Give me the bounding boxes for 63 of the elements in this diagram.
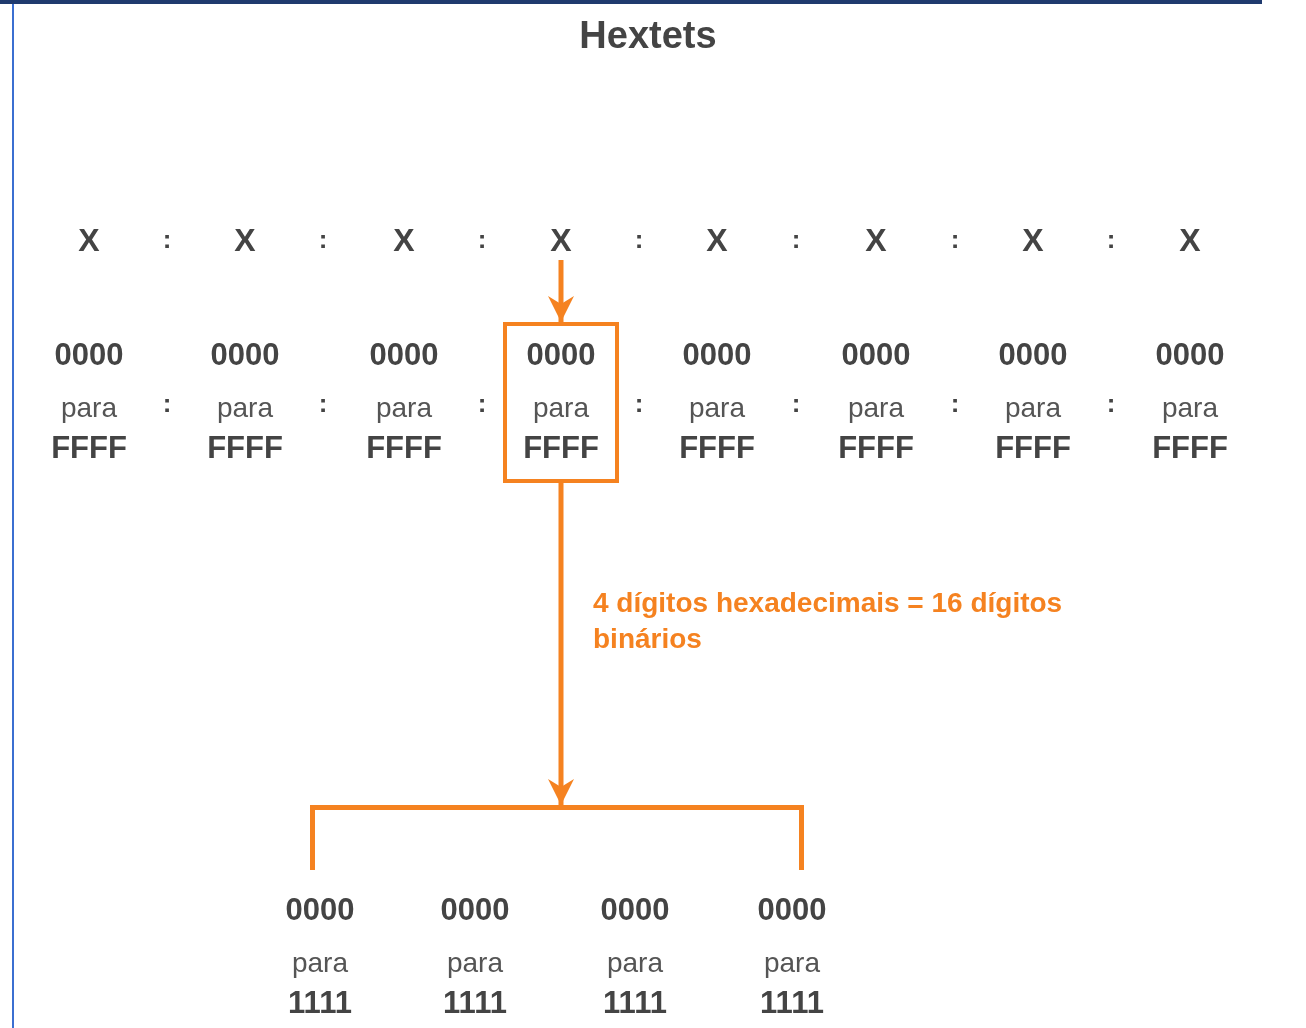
separator-colon: :	[476, 388, 488, 418]
hextet-symbol: X	[1003, 222, 1063, 258]
range-word: para	[606, 946, 663, 980]
range-word: para	[375, 391, 432, 425]
value-text: FFFF	[1152, 429, 1228, 467]
value-text: FFFF	[207, 429, 283, 467]
hextet-symbol: X	[59, 222, 119, 258]
value-text: 0000	[440, 891, 510, 929]
diagram-title: Hextets	[578, 14, 718, 57]
value-text: FFFF	[51, 429, 127, 467]
separator-colon: :	[476, 224, 488, 254]
value-text: 1111	[603, 984, 667, 1022]
highlight-box	[503, 322, 619, 483]
range-word: para	[763, 946, 820, 980]
arrow	[548, 481, 574, 805]
value-text: 1111	[760, 984, 824, 1022]
hextet-symbol: X	[687, 222, 747, 258]
range-word: para	[688, 391, 745, 425]
hextet-symbol: X	[1160, 222, 1220, 258]
range-word: para	[60, 391, 117, 425]
range-word: para	[446, 946, 503, 980]
range-word: para	[532, 391, 589, 425]
value-text: 0000	[600, 891, 670, 929]
range-word: para	[291, 946, 348, 980]
separator-colon: :	[317, 224, 329, 254]
value-text: 0000	[998, 336, 1068, 374]
range-word: para	[216, 391, 273, 425]
value-text: 0000	[369, 336, 439, 374]
range-word: para	[1161, 391, 1218, 425]
separator-colon: :	[949, 224, 961, 254]
separator-colon: :	[161, 224, 173, 254]
hextet-symbol: X	[215, 222, 275, 258]
value-text: 0000	[285, 891, 355, 929]
separator-colon: :	[790, 224, 802, 254]
value-text: 1111	[443, 984, 507, 1022]
hextet-symbol: X	[531, 222, 591, 258]
value-text: FFFF	[995, 429, 1071, 467]
value-text: 0000	[757, 891, 827, 929]
hextet-symbol: X	[374, 222, 434, 258]
range-word: para	[847, 391, 904, 425]
separator-colon: :	[1105, 224, 1117, 254]
value-text: 1111	[288, 984, 352, 1022]
value-text: 0000	[210, 336, 280, 374]
value-text: 0000	[526, 336, 596, 374]
bracket-shape	[310, 803, 804, 873]
separator-colon: :	[633, 224, 645, 254]
value-text: FFFF	[523, 429, 599, 467]
value-text: 0000	[682, 336, 752, 374]
separator-colon: :	[161, 388, 173, 418]
separator-colon: :	[1105, 388, 1117, 418]
arrow	[548, 260, 574, 322]
value-text: FFFF	[366, 429, 442, 467]
value-text: 0000	[1155, 336, 1225, 374]
value-text: 0000	[841, 336, 911, 374]
value-text: FFFF	[838, 429, 914, 467]
separator-colon: :	[949, 388, 961, 418]
hextet-symbol: X	[846, 222, 906, 258]
separator-colon: :	[633, 388, 645, 418]
range-word: para	[1004, 391, 1061, 425]
value-text: FFFF	[679, 429, 755, 467]
value-text: 0000	[54, 336, 124, 374]
separator-colon: :	[790, 388, 802, 418]
separator-colon: :	[317, 388, 329, 418]
